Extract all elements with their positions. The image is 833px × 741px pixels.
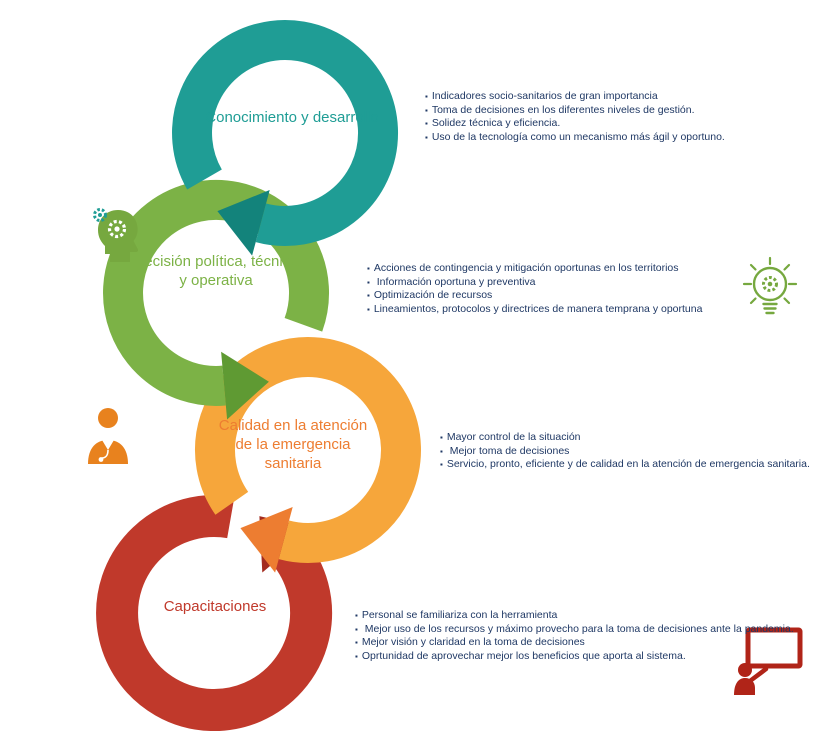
- ring-title-conocimiento: Conocimiento y desarrollo: [205, 109, 379, 126]
- bullet-marker: ▪: [355, 638, 358, 647]
- bullet-text: Acciones de contingencia y mitigación op…: [373, 262, 679, 274]
- bullet-item: ▪Personal se familiariza con la herramie…: [355, 609, 827, 623]
- presenter-head: [738, 663, 752, 677]
- ring-calidad-arrowhead: [240, 507, 293, 573]
- bullet-list-calidad: ▪Mayor control de la situación▪ Mejor to…: [440, 431, 832, 472]
- bullet-item: ▪Mayor control de la situación: [440, 431, 832, 445]
- bullet-marker: ▪: [367, 304, 370, 314]
- ring-decision-arrowhead: [221, 351, 269, 420]
- bullet-marker: ▪: [425, 132, 428, 142]
- bullet-text: Mejor toma de decisiones: [446, 444, 570, 457]
- small-gear-outline: [93, 208, 107, 222]
- bullet-item: ▪Mejor visión y claridad en la toma de d…: [355, 636, 827, 650]
- bullet-item: ▪ Información oportuna y preventiva: [367, 276, 749, 290]
- head-gear-outline: [107, 219, 127, 239]
- doctor-head: [98, 408, 118, 428]
- bulb-ray: [749, 263, 757, 271]
- bullet-marker: ▪: [440, 433, 443, 442]
- head-gears-icon-graphic: [93, 208, 138, 262]
- lightbulb-gear-icon-graphic: [742, 256, 798, 315]
- presenter-body: [734, 678, 755, 695]
- bullet-item: ▪Indicadores socio-sanitarios de gran im…: [425, 90, 755, 104]
- small-gear-hub: [98, 213, 102, 217]
- bullet-item: ▪ Mejor toma de decisiones: [440, 445, 832, 459]
- bullet-marker: ▪: [425, 105, 428, 115]
- bullet-marker: ▪: [355, 651, 358, 661]
- presenter-arm: [747, 666, 769, 684]
- bullet-item: ▪Solidez técnica y eficiencia.: [425, 117, 755, 131]
- ring-title-capacitaciones: Capacitaciones: [163, 598, 267, 615]
- bullet-list-conocimiento: ▪Indicadores socio-sanitarios de gran im…: [425, 90, 755, 144]
- bullet-text: Mejor uso de los recursos y máximo prove…: [361, 622, 794, 635]
- bullet-marker: ▪: [355, 624, 358, 634]
- bullet-item: ▪Lineamientos, protocolos y directrices …: [367, 303, 749, 317]
- bullet-item: ▪Servicio, pronto, eficiente y de calida…: [440, 458, 832, 472]
- bullet-text: Servicio, pronto, eficiente y de calidad…: [446, 458, 810, 470]
- bullet-item: ▪Acciones de contingencia y mitigación o…: [367, 262, 749, 276]
- doctor-stethoscope-chestpiece: [98, 457, 104, 462]
- bullet-item: ▪ Mejor uso de los recursos y máximo pro…: [355, 623, 827, 637]
- bullet-marker: ▪: [440, 460, 443, 469]
- bullet-text: Oprtunidad de aprovechar mejor los benef…: [361, 649, 686, 662]
- bullet-marker: ▪: [440, 446, 443, 456]
- bullet-text: Lineamientos, protocolos y directrices d…: [373, 302, 703, 315]
- bullet-text: Mayor control de la situación: [446, 431, 581, 443]
- presentation-board: [745, 627, 803, 669]
- bulb-ray: [783, 297, 791, 305]
- bulb-outline: [752, 266, 788, 302]
- lightbulb-gear-icon: [740, 256, 800, 334]
- bullet-item: ▪Oprtunidad de aprovechar mejor los bene…: [355, 650, 827, 664]
- bullet-list-capacitaciones: ▪Personal se familiariza con la herramie…: [355, 609, 827, 663]
- bullet-text: Uso de la tecnología como un mecanismo m…: [431, 130, 725, 143]
- bullet-item: ▪Uso de la tecnología como un mecanismo …: [425, 131, 755, 145]
- ring-title-decision: Decisión política, técnica y operativa: [133, 253, 299, 289]
- bulb-gear-hub: [767, 281, 773, 287]
- bullet-marker: ▪: [355, 611, 358, 620]
- bullet-text: Solidez técnica y eficiencia.: [431, 117, 561, 129]
- bullet-item: ▪Toma de decisiones en los diferentes ni…: [425, 104, 755, 118]
- head-gears-icon: [90, 202, 144, 268]
- ring-decision: [103, 180, 330, 406]
- bullet-text: Personal se familiariza con la herramien…: [361, 609, 558, 621]
- bulb-ray: [783, 263, 791, 271]
- bullet-marker: ▪: [367, 277, 370, 287]
- ring-conocimiento-arrowhead: [217, 190, 270, 256]
- bulb-ray: [749, 297, 757, 305]
- ring-capacitaciones: [96, 495, 333, 732]
- bullet-text: Optimización de recursos: [373, 289, 493, 301]
- ring-title-calidad: Calidad en la atención de la emergencia …: [218, 417, 368, 472]
- training-presentation-icon: [732, 625, 804, 697]
- bullet-marker: ▪: [367, 291, 370, 300]
- doctor-icon: [84, 406, 132, 468]
- ring-calidad: [195, 337, 421, 563]
- training-presentation-icon-graphic: [734, 627, 803, 695]
- bullet-text: Información oportuna y preventiva: [373, 275, 536, 288]
- bullet-marker: ▪: [367, 264, 370, 273]
- ring-conocimiento: [172, 20, 398, 246]
- doctor-collar: [102, 440, 114, 450]
- bullet-text: Toma de decisiones en los diferentes niv…: [431, 103, 695, 116]
- bullet-text: Mejor visión y claridad en la toma de de…: [361, 636, 585, 648]
- head-gear-hub: [114, 226, 120, 232]
- bullet-marker: ▪: [425, 119, 428, 128]
- bullet-list-decision: ▪Acciones de contingencia y mitigación o…: [367, 262, 749, 316]
- bulb-gear-outline: [762, 276, 778, 292]
- bullet-item: ▪Optimización de recursos: [367, 289, 749, 303]
- doctor-icon-graphic: [88, 408, 128, 464]
- bullet-text: Indicadores socio-sanitarios de gran imp…: [431, 90, 658, 102]
- bullet-marker: ▪: [425, 92, 428, 101]
